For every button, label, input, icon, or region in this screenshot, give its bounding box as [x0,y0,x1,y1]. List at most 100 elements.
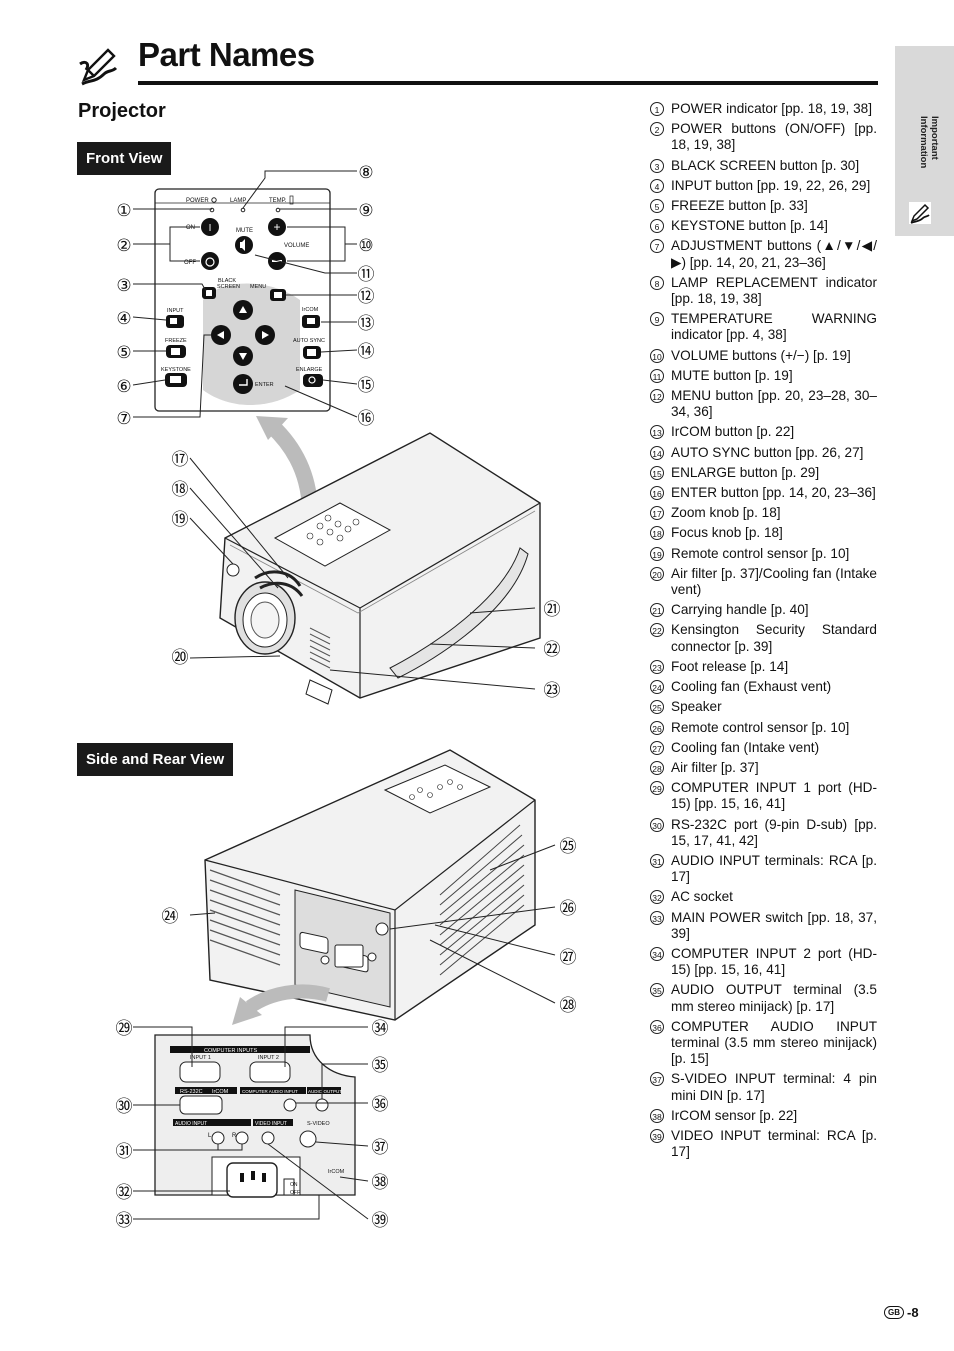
part-description: AUDIO INPUT terminals: RCA [p. 17] [671,852,877,885]
part-description: Speaker [671,699,722,715]
temp-label: TEMP. [269,198,287,204]
callout-29: ㉙ [116,1019,133,1038]
part-number: 36 [650,1019,664,1034]
rear-panel-figure: COMPUTER INPUTS INPUT 1 INPUT 2 RS-232C … [116,1019,389,1230]
callout-15: ⑮ [358,376,375,395]
callout-12: ⑫ [358,287,375,306]
part-number: 31 [650,853,664,868]
page-title: Part Names [138,36,315,73]
part-description: POWER buttons (ON/OFF) [pp. 18, 19, 38] [671,121,877,153]
callout-21: ㉑ [544,600,561,619]
region-badge: GB [884,1306,904,1319]
part-description: POWER indicator [pp. 18, 19, 38] [671,101,872,116]
part-number: 14 [650,445,664,460]
part-description: Cooling fan (Intake vent) [671,739,820,755]
input1-label: INPUT 1 [190,1055,211,1061]
input2-label: INPUT 2 [258,1055,279,1061]
computer-audio-input-label: COMPUTER AUDIO INPUT [242,1089,298,1094]
callout-27: ㉗ [560,948,577,967]
part-number: 9 [650,312,664,327]
part-number: 33 [650,910,664,925]
input-label: INPUT [167,308,184,314]
r-label: R [232,1133,237,1139]
callout-4: ④ [116,309,131,328]
callout-36: ㊱ [372,1095,389,1114]
callout-18: ⑱ [172,480,189,499]
part-number: 35 [650,983,664,998]
callout-17: ⑰ [172,450,189,469]
callout-38: ㊳ [372,1173,389,1192]
part-description: Remote control sensor [p. 10] [671,545,850,561]
part-description: ADJUSTMENT buttons (▲/▼/◀/▶) [pp. 14, 20… [671,238,877,270]
part-number: 7 [650,239,664,254]
keystone-label: KEYSTONE [161,367,191,373]
mute-label: MUTE [236,228,253,234]
s-video-label: S-VIDEO [307,1121,330,1127]
audio-output-label: AUDIO OUTPUT [308,1089,342,1094]
part-number: 21 [650,603,664,618]
callout-24: ㉔ [162,907,179,926]
part-number: 6 [650,219,664,234]
part-item: 5 FREEZE button [p. 33] [650,198,877,214]
part-description: VOLUME buttons (+/−) [p. 19] [671,347,851,363]
side-tab: Important Information [895,46,954,236]
ircom-port-label: IrCOM [212,1089,229,1095]
part-description: TEMPERATURE WARNING indicator [pp. 4, 38… [671,311,877,343]
callout-25: ㉕ [560,837,577,856]
control-panel-figure: POWER LAMP TEMP. ON I OFF MUTE + VOLUME … [116,163,375,428]
page-number: GB -8 [884,1305,919,1320]
auto-sync-label: AUTO SYNC [293,338,325,344]
screen-label: SCREEN [217,284,240,290]
part-description: COMPUTER INPUT 1 port (HD-15) [pp. 15, 1… [671,780,877,812]
side-rear-view-label: Side and Rear View [77,743,234,776]
part-number: 34 [650,946,664,961]
callout-9: ⑨ [358,201,373,220]
figure-glyph: + [273,220,280,234]
part-number: 18 [650,526,664,541]
part-number: 23 [650,659,664,674]
part-number: 13 [650,425,664,440]
part-number: 3 [650,158,664,173]
callout-3: ③ [116,276,131,295]
callout-33: ㉝ [116,1211,133,1230]
part-description: Focus knob [p. 18] [671,525,783,541]
callout-30: ㉚ [116,1097,133,1116]
part-number: 5 [650,199,664,214]
part-number: 11 [650,368,664,383]
callout-6: ⑥ [116,377,131,396]
computer-inputs-label: COMPUTER INPUTS [204,1048,258,1054]
part-number: 26 [650,720,664,735]
part-description: Air filter [p. 37] [671,759,759,775]
part-number: 22 [650,623,664,638]
callout-5: ⑤ [116,343,131,362]
part-number: 29 [650,781,664,796]
callout-19: ⑲ [172,510,189,529]
part-description: MENU button [pp. 20, 23–28, 30–34, 36] [671,388,877,420]
part-description: FREEZE button [p. 33] [671,198,808,214]
part-description: Kensington Security Standard connector [… [671,622,877,654]
ircom-label: IrCOM [302,307,319,313]
